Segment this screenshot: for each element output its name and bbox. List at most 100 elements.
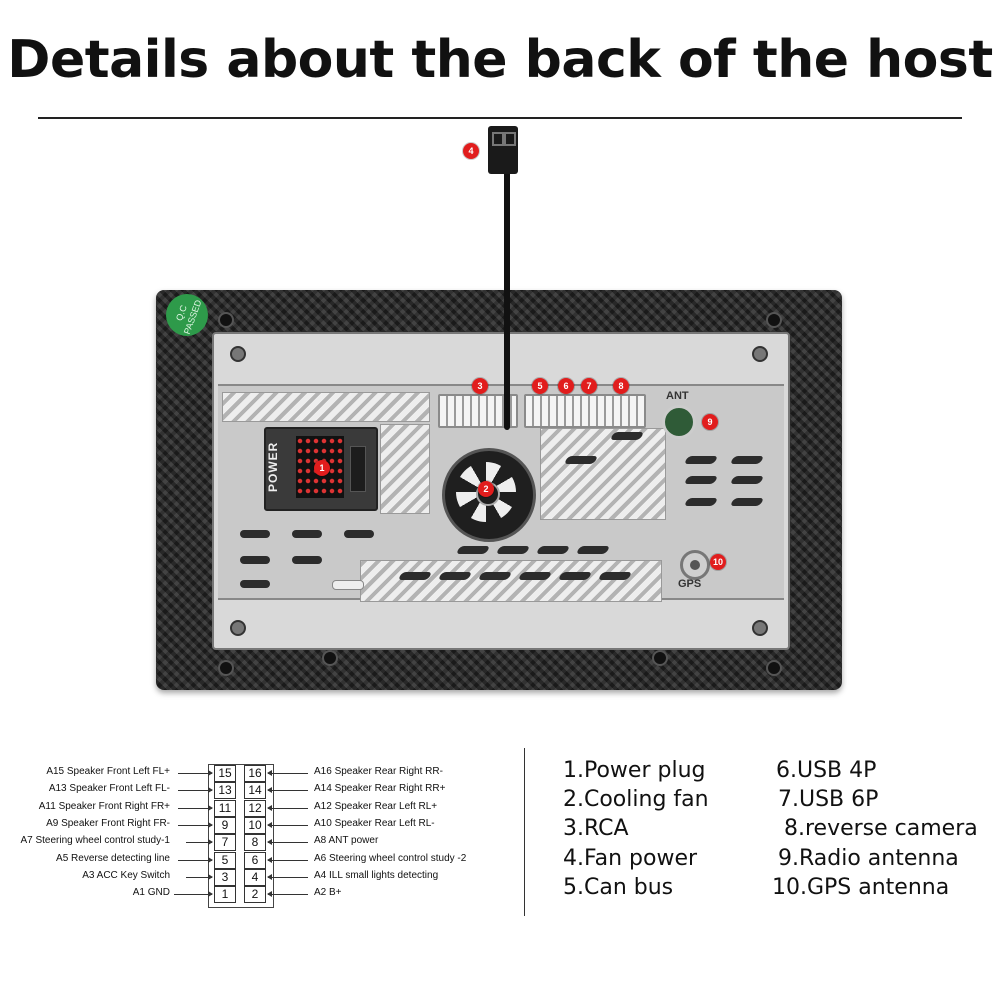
vent-slot	[240, 530, 270, 538]
vent-slot	[437, 572, 473, 580]
pin-leader-line	[267, 839, 308, 846]
usb-camera-connectors	[524, 394, 646, 428]
screw	[218, 312, 234, 328]
vent-slot	[729, 476, 765, 484]
badge-1: 1	[314, 460, 330, 476]
vent-slot	[292, 556, 322, 564]
title-underline	[38, 117, 962, 119]
vent-slot	[683, 498, 719, 506]
legend-item: 8.reverse camera	[784, 816, 978, 841]
pin-label-left: A15 Speaker Front Left FL+	[46, 766, 170, 777]
badge-3: 3	[472, 378, 488, 394]
fan-power-cable	[504, 168, 510, 430]
pin-label-left: A1 GND	[132, 887, 170, 899]
vent-slot	[397, 572, 433, 580]
pin-label-left: A3 ACC Key Switch	[82, 869, 170, 881]
pin-number: 1	[214, 886, 236, 904]
screw	[752, 346, 768, 362]
pin-label-right: A14 Speaker Rear Right RR+	[314, 783, 446, 795]
hatched-panel	[380, 424, 430, 514]
vent-slot	[292, 530, 322, 538]
radio-antenna-port	[662, 405, 696, 439]
section-divider	[524, 748, 525, 916]
vent-slot	[495, 546, 531, 554]
hatched-panel	[360, 560, 662, 602]
vent-slot	[563, 456, 599, 464]
pin-label-right: A10 Speaker Rear Left RL-	[314, 817, 435, 829]
fan-power-plug	[488, 126, 518, 174]
pin-leader-line	[178, 856, 213, 863]
legend-item: 2.Cooling fan	[563, 787, 709, 812]
badge-6: 6	[558, 378, 574, 394]
pin-leader-line	[178, 787, 213, 794]
pin-leader-line	[267, 856, 308, 863]
badge-8: 8	[613, 378, 629, 394]
power-label: POWER	[266, 441, 280, 493]
vent-slot	[683, 476, 719, 484]
pin-number: 14	[244, 782, 266, 800]
legend-item: 5.Can bus	[563, 875, 674, 900]
pin-leader-line	[186, 839, 213, 846]
vent-slot	[240, 556, 270, 564]
screw	[652, 650, 668, 666]
pin-label-left: A9 Speaker Front Right FR-	[46, 817, 170, 829]
hatched-panel	[540, 428, 666, 520]
legend-item: 9.Radio antenna	[778, 846, 959, 871]
pin-label-right: A8 ANT power	[314, 835, 379, 847]
pin-number: 8	[244, 834, 266, 852]
page-title: Details about the back of the host	[7, 30, 993, 90]
pin-number: 3	[214, 868, 236, 886]
screw	[230, 620, 246, 636]
badge-10: 10	[710, 554, 726, 570]
pin-leader-line	[267, 873, 308, 880]
legend-item: 3.RCA	[563, 816, 629, 841]
vent-slot	[517, 572, 553, 580]
pin-label-right: A4 ILL small lights detecting	[314, 869, 439, 881]
pin-leader-line	[178, 821, 213, 828]
pin-leader-line	[178, 804, 213, 811]
legend-item: 6.USB 4P	[776, 758, 877, 783]
pin-leader-line	[186, 873, 213, 880]
vent-slot	[535, 546, 571, 554]
vent-slot	[729, 498, 765, 506]
vent-slot	[729, 456, 765, 464]
vent-slot	[683, 456, 719, 464]
vent-slot	[240, 580, 270, 588]
screw	[322, 650, 338, 666]
pin-leader-line	[267, 891, 308, 898]
badge-4: 4	[463, 143, 479, 159]
legend-item: 10.GPS antenna	[772, 875, 950, 900]
badge-5: 5	[532, 378, 548, 394]
ant-label: ANT	[666, 390, 689, 402]
pin-label-left: A7 Steering wheel control study-1	[20, 835, 170, 847]
pin-number: 15	[214, 765, 236, 782]
vent-slot	[332, 580, 364, 590]
vent-slot	[609, 432, 645, 440]
vent-slot	[575, 546, 611, 554]
pin-label-left: A5 Reverse detecting line	[56, 852, 170, 864]
pin-leader-line	[267, 770, 308, 776]
pin-label-left: A13 Speaker Front Left FL-	[48, 783, 170, 795]
power-side-socket	[350, 446, 366, 492]
pin-label-left: A11 Speaker Front Right FR+	[38, 800, 170, 812]
vent-slot	[557, 572, 593, 580]
gps-label: GPS	[678, 578, 702, 590]
pin-leader-line	[267, 821, 308, 828]
vent-slot	[597, 572, 633, 580]
pin-label-right: A2 B+	[314, 887, 342, 899]
badge-2: 2	[478, 481, 494, 497]
vent-slot	[344, 530, 374, 538]
power-pins	[296, 436, 344, 498]
pin-number: 16	[244, 765, 266, 782]
pin-number: 10	[244, 816, 266, 834]
pin-label-right: A16 Speaker Rear Right RR-	[314, 766, 443, 777]
legend-item: 4.Fan power	[563, 846, 698, 871]
screw	[752, 620, 768, 636]
screw	[218, 660, 234, 676]
pin-number: 2	[244, 886, 266, 904]
screw	[766, 312, 782, 328]
pin-leader-line	[178, 770, 213, 776]
pin-number: 13	[214, 782, 236, 800]
pin-number: 12	[244, 799, 266, 817]
pin-number: 11	[214, 799, 236, 817]
